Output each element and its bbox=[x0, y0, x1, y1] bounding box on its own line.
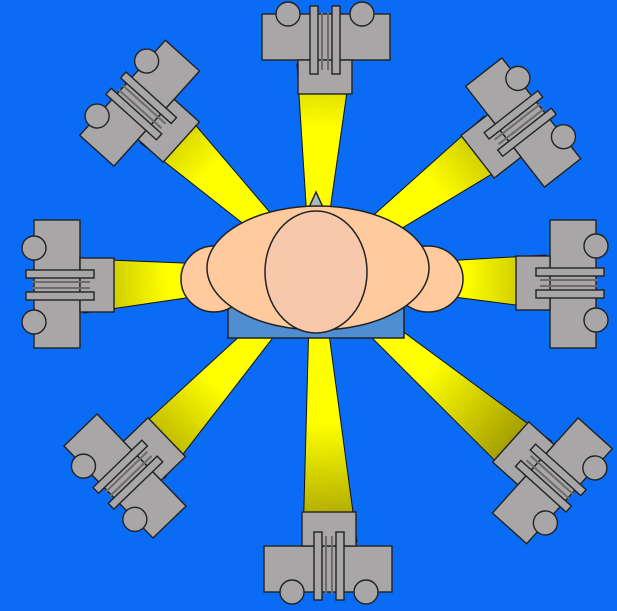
camera-reel bbox=[584, 308, 608, 332]
camera-rail bbox=[536, 290, 604, 298]
face bbox=[265, 211, 367, 333]
camera-lens bbox=[302, 512, 356, 546]
camera-lens bbox=[516, 256, 550, 310]
camera-rail bbox=[26, 292, 94, 300]
camera-reel bbox=[350, 2, 374, 26]
camera-lens bbox=[298, 60, 352, 94]
camera-reel bbox=[22, 310, 46, 334]
camera-reel bbox=[354, 580, 378, 604]
camera-rail bbox=[314, 532, 322, 600]
camera-rail bbox=[332, 6, 340, 74]
camera-rail bbox=[536, 268, 604, 276]
camera-reel bbox=[276, 2, 300, 26]
camera-rail bbox=[336, 532, 344, 600]
camera-reel bbox=[280, 580, 304, 604]
camera-rail bbox=[310, 6, 318, 74]
camera-rail bbox=[26, 270, 94, 278]
camera-reel bbox=[22, 236, 46, 260]
camera-lens bbox=[80, 258, 114, 312]
camera-reel bbox=[584, 234, 608, 258]
